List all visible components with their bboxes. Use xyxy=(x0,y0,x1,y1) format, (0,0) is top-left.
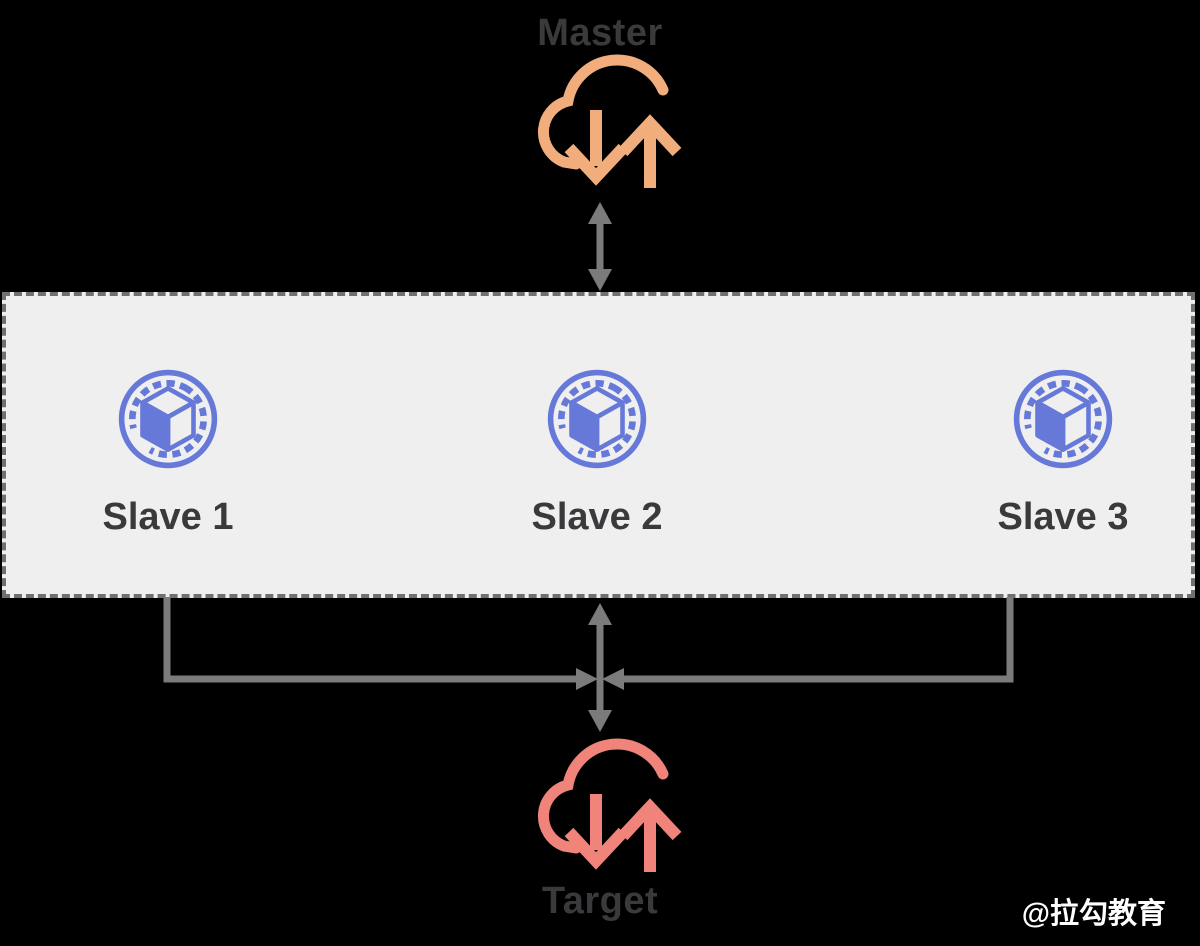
arrow-head-right xyxy=(576,668,598,690)
arrow-head-left xyxy=(602,668,624,690)
arrow-head-down xyxy=(588,269,612,291)
cube-circle-icon xyxy=(546,368,648,470)
watermark: @拉勾教育 xyxy=(1021,898,1166,930)
slave-node-2: Slave 2 xyxy=(487,368,707,539)
slave1-target-connector xyxy=(163,597,578,683)
master-label: Master xyxy=(537,12,663,54)
target-cloud-sync-icon xyxy=(524,744,684,876)
slave-3-label: Slave 3 xyxy=(997,496,1129,538)
slave3-target-connector xyxy=(622,597,1014,683)
master-cloud-sync-icon xyxy=(524,60,684,192)
slave-node-3: Slave 3 xyxy=(953,368,1173,539)
arrow-head-down xyxy=(588,710,612,732)
arrow-head-up xyxy=(588,202,612,224)
slave-1-label: Slave 1 xyxy=(102,496,234,538)
cube-circle-icon xyxy=(1012,368,1114,470)
arrow-head-up xyxy=(588,603,612,625)
slave-node-1: Slave 1 xyxy=(58,368,278,539)
slave-2-label: Slave 2 xyxy=(531,496,663,538)
master-cluster-arrow-shaft xyxy=(596,220,604,274)
target-label: Target xyxy=(541,880,659,922)
cube-circle-icon xyxy=(117,368,219,470)
